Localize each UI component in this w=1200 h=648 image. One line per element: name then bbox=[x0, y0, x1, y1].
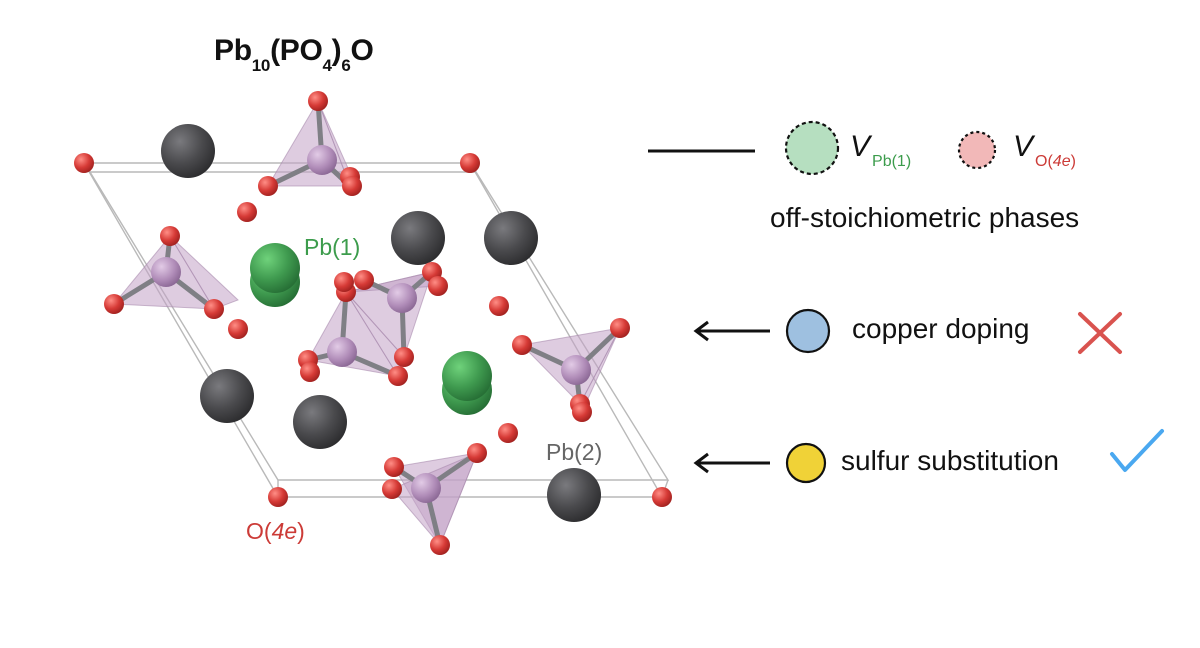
pb2-atoms bbox=[161, 124, 601, 522]
o-atom bbox=[572, 402, 592, 422]
pb2-atom bbox=[547, 468, 601, 522]
pb2-atom bbox=[161, 124, 215, 178]
pb1-site-label: Pb(1) bbox=[304, 234, 361, 260]
cross-icon bbox=[1078, 312, 1122, 354]
o-atom bbox=[342, 176, 362, 196]
vpb-vacancy-icon bbox=[784, 120, 840, 176]
pb1-atom bbox=[250, 243, 300, 293]
copper-arrow bbox=[693, 320, 770, 342]
o-atom bbox=[460, 153, 480, 173]
pb2-atom bbox=[200, 369, 254, 423]
p-atom bbox=[151, 257, 181, 287]
o-atom bbox=[258, 176, 278, 196]
o-atom bbox=[610, 318, 630, 338]
o-atom bbox=[382, 479, 402, 499]
o-atom bbox=[489, 296, 509, 316]
p-atom bbox=[307, 145, 337, 175]
p-atom bbox=[561, 355, 591, 385]
o-atom bbox=[104, 294, 124, 314]
o-atom bbox=[334, 272, 354, 292]
pb2-atom bbox=[484, 211, 538, 265]
sulfur-arrow bbox=[693, 452, 770, 474]
offstoichiometric-caption: off-stoichiometric phases bbox=[770, 202, 1080, 233]
pb2-site-label: Pb(2) bbox=[546, 439, 603, 465]
o-atom bbox=[237, 202, 257, 222]
p-atom bbox=[411, 473, 441, 503]
o-atom bbox=[384, 457, 404, 477]
vo-vacancy-icon bbox=[957, 130, 997, 170]
o-atom bbox=[430, 535, 450, 555]
oxygen-atoms bbox=[74, 91, 672, 555]
p-atom bbox=[387, 283, 417, 313]
o-atom bbox=[308, 91, 328, 111]
o-atom bbox=[512, 335, 532, 355]
o-atom bbox=[394, 347, 414, 367]
pb2-atom bbox=[391, 211, 445, 265]
check-icon bbox=[1110, 429, 1164, 472]
o-atom bbox=[467, 443, 487, 463]
compound-formula-title: Pb10(PO4)6O bbox=[214, 34, 374, 75]
o-atom bbox=[268, 487, 288, 507]
pb1-atom bbox=[442, 351, 492, 401]
o-atom bbox=[652, 487, 672, 507]
p-atom bbox=[327, 337, 357, 367]
copper-doping-label: copper doping bbox=[852, 313, 1030, 344]
sulfur-substitution-label: sulfur substitution bbox=[841, 445, 1059, 476]
o-atom bbox=[228, 319, 248, 339]
pb2-atom bbox=[293, 395, 347, 449]
o-atom bbox=[300, 362, 320, 382]
phosphorus-atoms bbox=[151, 145, 591, 503]
o-atom bbox=[388, 366, 408, 386]
o-atom bbox=[498, 423, 518, 443]
o-atom bbox=[160, 226, 180, 246]
pb1-atoms bbox=[250, 243, 492, 415]
o-atom bbox=[354, 270, 374, 290]
o-atom bbox=[204, 299, 224, 319]
o-atom bbox=[74, 153, 94, 173]
sulfur-dopant-icon bbox=[785, 442, 827, 484]
copper-dopant-icon bbox=[785, 308, 831, 354]
o-atom bbox=[428, 276, 448, 296]
o4e-site-label: O(4e) bbox=[246, 518, 305, 544]
